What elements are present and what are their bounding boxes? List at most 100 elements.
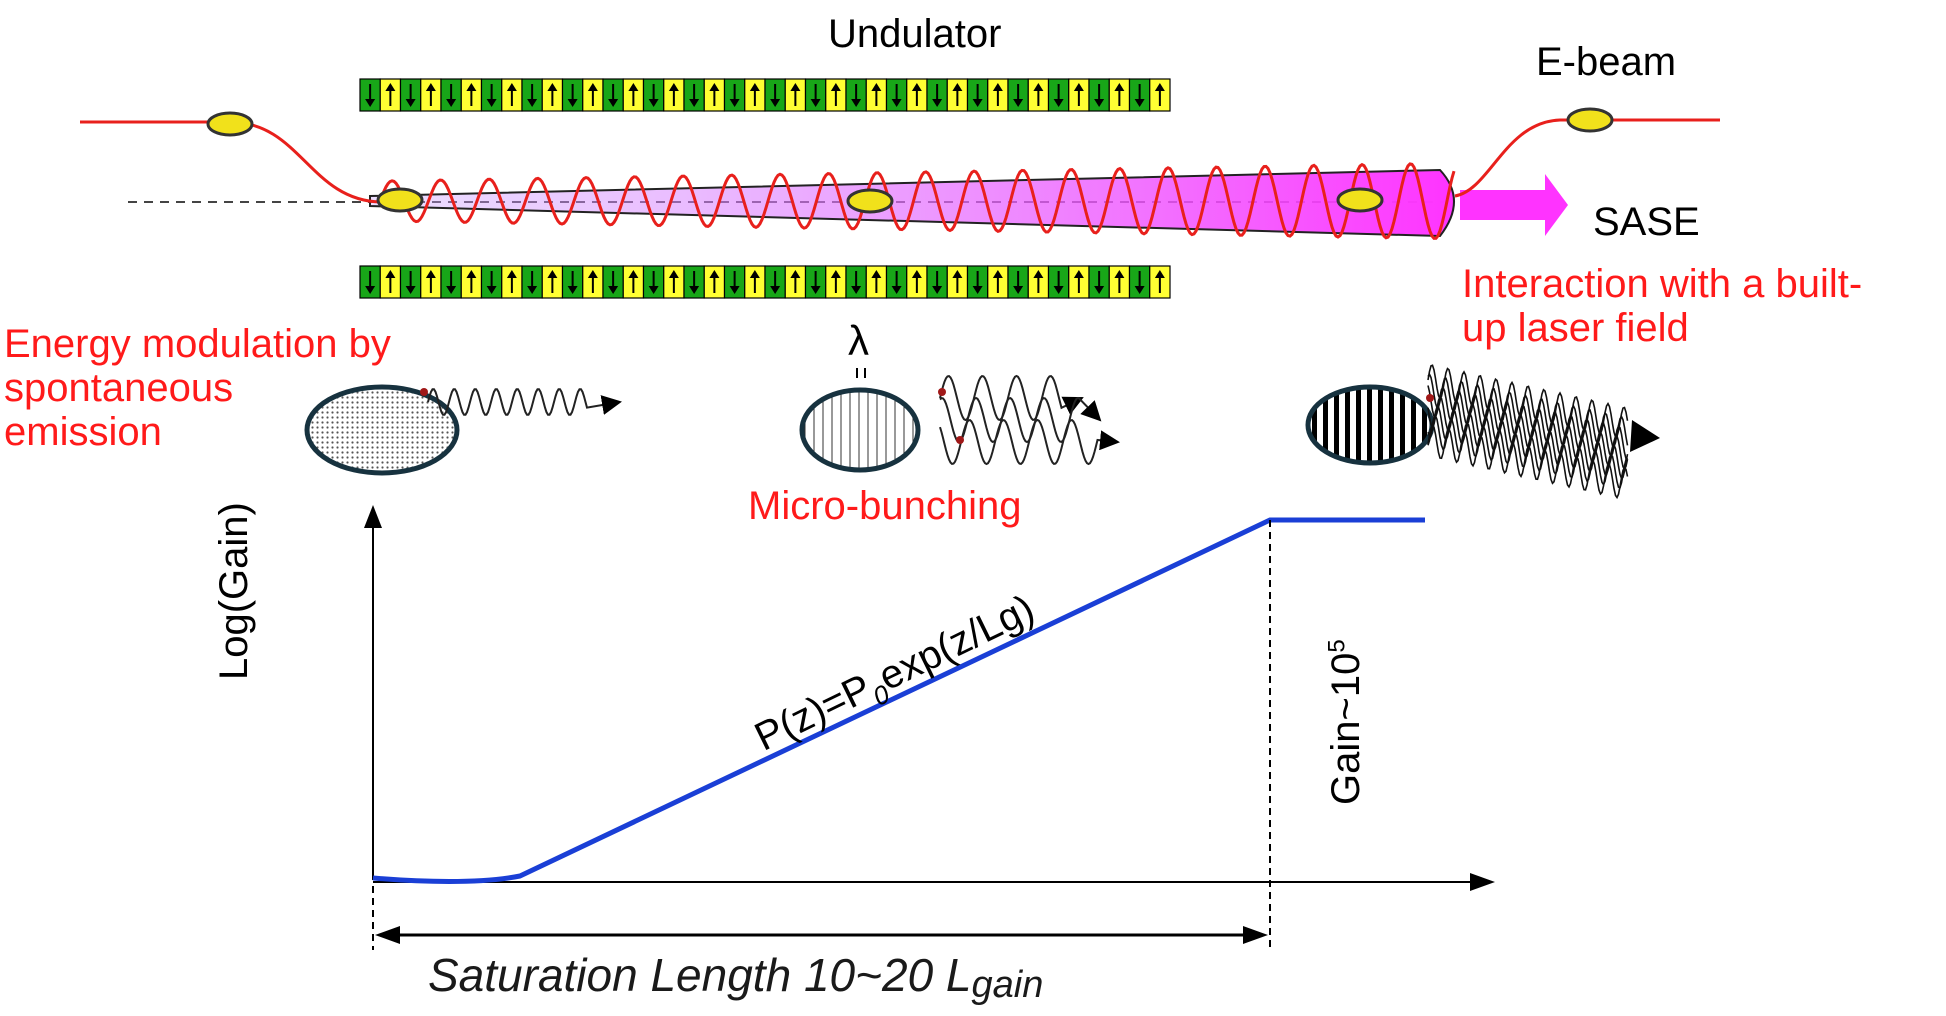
- magnet-arrow-icon: [1007, 78, 1029, 112]
- ebeam-wiggle-path: [378, 162, 1456, 240]
- gain-curve: [372, 517, 1425, 884]
- magnet-arrow-icon: [1068, 265, 1090, 299]
- magnet-arrow-icon: [926, 78, 948, 112]
- magnet-arrow-icon: [521, 78, 543, 112]
- magnet-arrow-icon: [561, 265, 584, 299]
- magnet-arrow-icon: [1108, 78, 1131, 112]
- magnet-arrow-icon: [1149, 78, 1171, 112]
- ebeam-label: E-beam: [1536, 40, 1677, 84]
- magnet-arrow-icon: [804, 78, 827, 112]
- sase-arrow: [1460, 174, 1568, 236]
- magnet-arrow-icon: [683, 265, 705, 299]
- magnet-arrow-icon: [744, 265, 766, 299]
- interaction-note: Interaction with a built- up laser field: [1462, 262, 1863, 350]
- magnet-arrow-icon: [1027, 265, 1050, 299]
- magnet-arrow-icon: [804, 265, 827, 299]
- magnet-arrow-icon: [541, 265, 564, 299]
- magnet-arrow-icon: [642, 78, 665, 112]
- magnet-arrow-icon: [1047, 78, 1070, 112]
- magnet-arrow-icon: [723, 78, 746, 112]
- magnet-arrow-icon: [642, 265, 665, 299]
- electron-bunch-icon: [846, 188, 894, 214]
- magnet-arrow-icon: [825, 265, 847, 299]
- magnet-arrow-icon: [1128, 265, 1151, 299]
- magnet-arrow-icon: [926, 265, 948, 299]
- magnet-arrow-icon: [906, 78, 928, 112]
- magnet-arrow-icon: [1047, 265, 1070, 299]
- magnet-arrow-icon: [460, 265, 483, 299]
- magnet-arrow-icon: [1088, 265, 1110, 299]
- y-axis-label: Log(Gain): [212, 502, 256, 680]
- magnet-arrow-icon: [703, 265, 726, 299]
- magnet-arrow-icon: [946, 78, 969, 112]
- wave-icon: [1426, 364, 1660, 500]
- ebeam-exit-path: [1454, 118, 1720, 198]
- magnet-arrow-icon: [865, 78, 888, 112]
- bunch-saturated-icon: [1305, 384, 1435, 466]
- magnet-arrow-icon: [622, 78, 645, 112]
- undulator-top-row: [359, 78, 1171, 112]
- magnet-arrow-icon: [501, 265, 523, 299]
- magnet-arrow-icon: [946, 265, 969, 299]
- bunch-microbunched-icon: [799, 387, 921, 473]
- electron-bunch-icon: [1336, 187, 1384, 213]
- magnet-arrow-icon: [845, 265, 867, 299]
- magnet-arrow-icon: [1088, 78, 1110, 112]
- magnet-arrow-icon: [602, 265, 624, 299]
- magnet-arrow-icon: [1068, 78, 1090, 112]
- magnet-arrow-icon: [1027, 78, 1050, 112]
- electron-bunch-icon: [1566, 107, 1614, 133]
- wave-icon: [938, 374, 1120, 466]
- magnet-arrow-icon: [1128, 78, 1151, 112]
- magnet-arrow-icon: [744, 78, 766, 112]
- lambda-symbol: λ: [848, 317, 869, 364]
- magnet-arrow-icon: [663, 265, 685, 299]
- magnet-arrow-icon: [420, 78, 442, 112]
- micro-bunching-note: Micro-bunching: [748, 484, 1022, 528]
- x-axis-arrow: [1470, 873, 1495, 891]
- magnet-arrow-icon: [987, 265, 1009, 299]
- magnet-arrow-icon: [480, 78, 503, 112]
- wave-icon: [427, 388, 622, 416]
- energy-modulation-note: Energy modulation by spontaneous emissio…: [4, 322, 391, 454]
- magnet-arrow-icon: [1007, 265, 1029, 299]
- sase-label: SASE: [1593, 200, 1700, 244]
- magnet-arrow-icon: [480, 265, 503, 299]
- magnet-arrow-icon: [1108, 265, 1131, 299]
- magnet-arrow-icon: [764, 265, 786, 299]
- magnet-arrow-icon: [764, 78, 786, 112]
- magnet-arrow-icon: [501, 78, 523, 112]
- magnet-arrow-icon: [399, 265, 422, 299]
- bunch-dotted-icon: [304, 384, 460, 476]
- saturation-length-label: Saturation Length 10~20 Lgain: [428, 949, 1044, 1006]
- gain-saturation-label: Gain~105: [1323, 639, 1368, 805]
- magnet-arrow-icon: [865, 265, 888, 299]
- magnet-arrow-icon: [440, 265, 462, 299]
- y-axis-arrow: [364, 505, 382, 528]
- magnet-arrow-icon: [703, 78, 726, 112]
- electron-bunch-icon: [206, 111, 254, 137]
- magnet-arrow-icon: [359, 78, 381, 112]
- undulator-label: Undulator: [828, 12, 1002, 56]
- magnet-arrow-icon: [440, 78, 462, 112]
- magnet-arrow-icon: [359, 265, 381, 299]
- undulator-bottom-row: [359, 265, 1171, 299]
- magnet-arrow-icon: [460, 78, 483, 112]
- electron-bunch-icon: [376, 187, 424, 213]
- magnet-arrow-icon: [622, 265, 645, 299]
- magnet-arrow-icon: [1149, 265, 1171, 299]
- magnet-arrow-icon: [420, 265, 442, 299]
- magnet-arrow-icon: [784, 265, 807, 299]
- magnet-arrow-icon: [966, 78, 989, 112]
- magnet-arrow-icon: [845, 78, 867, 112]
- magnet-arrow-icon: [582, 265, 604, 299]
- magnet-arrow-icon: [966, 265, 989, 299]
- magnet-arrow-icon: [582, 78, 604, 112]
- magnet-arrow-icon: [663, 78, 685, 112]
- magnet-arrow-icon: [541, 78, 564, 112]
- magnet-arrow-icon: [885, 265, 908, 299]
- magnet-arrow-icon: [379, 265, 402, 299]
- magnet-arrow-icon: [399, 78, 422, 112]
- magnet-arrow-icon: [723, 265, 746, 299]
